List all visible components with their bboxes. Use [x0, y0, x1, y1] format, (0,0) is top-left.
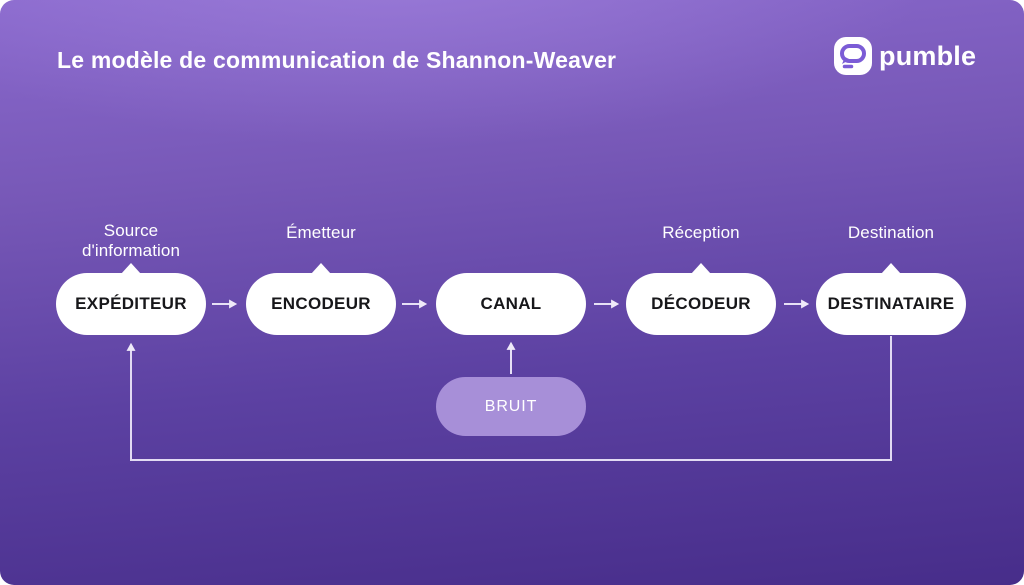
node-decodeur: DÉCODEUR — [626, 263, 776, 335]
caption-source-information: Source d'information — [81, 221, 181, 260]
node-tail-pointer — [311, 263, 331, 274]
node-encodeur-label: ENCODEUR — [271, 294, 371, 313]
node-bruit-label: BRUIT — [484, 397, 538, 415]
node-canal: CANAL — [436, 273, 586, 335]
page-title: Le modèle de communication de Shannon-We… — [57, 47, 617, 73]
node-canal-label: CANAL — [480, 294, 542, 313]
node-destinataire-label: DESTINATAIRE — [827, 294, 955, 313]
caption-destination: Destination — [847, 223, 935, 242]
node-expediteur: EXPÉDITEUR — [56, 263, 206, 335]
pumble-logo: pumble — [834, 37, 976, 75]
node-expediteur-label: EXPÉDITEUR — [75, 294, 187, 313]
caption-emetteur: Émetteur — [286, 223, 356, 242]
node-encodeur: ENCODEUR — [246, 263, 396, 335]
caption-reception: Réception — [662, 223, 740, 242]
node-tail-pointer — [691, 263, 711, 274]
pumble-logo-text: pumble — [879, 41, 977, 71]
node-decodeur-label: DÉCODEUR — [651, 294, 751, 313]
node-tail-pointer — [881, 263, 901, 274]
node-bruit: BRUIT — [436, 377, 586, 436]
pumble-chat-bubble-icon — [834, 37, 872, 75]
node-tail-pointer — [121, 263, 141, 274]
node-destinataire: DESTINATAIRE — [816, 263, 966, 335]
